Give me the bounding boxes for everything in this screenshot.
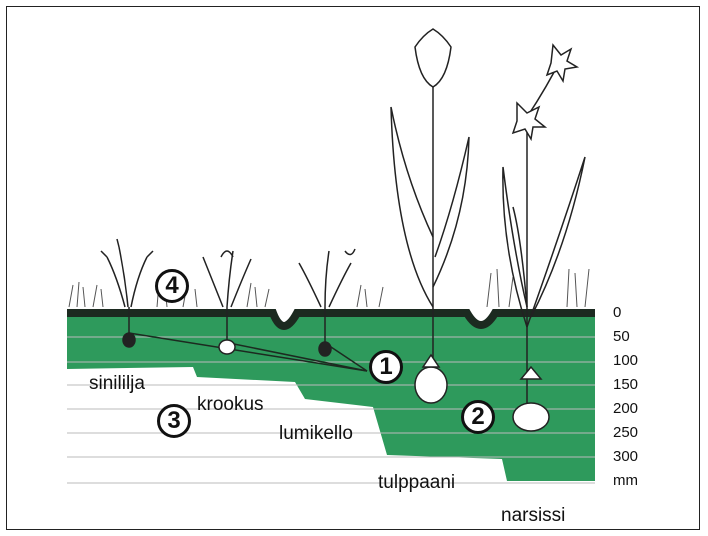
soil-area [67,313,595,481]
marker-4: 4 [155,269,189,303]
marker-2: 2 [461,400,495,434]
depth-tick-150: 150 [613,376,638,393]
depth-tick-0: 0 [613,304,621,321]
label-sinililja: sinililja [89,373,145,395]
label-tulppaani: tulppaani [378,472,455,494]
depth-unit: mm [613,472,638,489]
label-lumikello: lumikello [279,423,353,445]
label-krookus: krookus [197,394,264,416]
depth-tick-100: 100 [613,352,638,369]
label-narsissi: narsissi [501,505,565,527]
depth-tick-200: 200 [613,400,638,417]
marker-3: 3 [157,404,191,438]
grass-texture [69,269,589,307]
depth-tick-250: 250 [613,424,638,441]
planting-depth-diagram [7,7,699,529]
diagram-frame: sinililja krookus lumikello tulppaani na… [6,6,700,530]
depth-tick-50: 50 [613,328,630,345]
depth-tick-300: 300 [613,448,638,465]
marker-1: 1 [369,350,403,384]
